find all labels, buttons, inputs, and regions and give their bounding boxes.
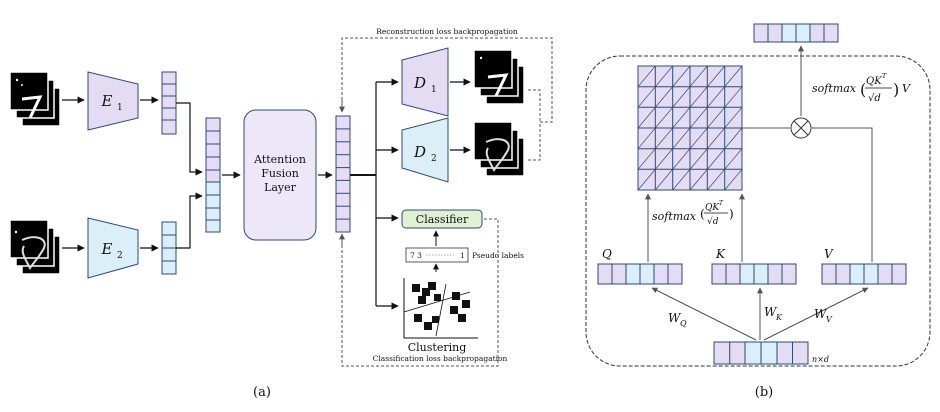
feature-vector-2 xyxy=(161,221,177,275)
feature-vector-1 xyxy=(161,71,177,135)
fusion-text-2: Fusion xyxy=(261,167,299,180)
clustering-label: Clustering xyxy=(408,341,467,354)
wv-sub: V xyxy=(826,315,833,324)
arrow-feat2-concat xyxy=(176,192,203,249)
reconstructed-stack-1 xyxy=(473,49,525,105)
attention-fusion-layer: Attention Fusion Layer xyxy=(243,109,317,241)
output-vector xyxy=(753,23,839,43)
wq-label: W xyxy=(668,311,682,325)
input-vector xyxy=(713,341,809,365)
k-label: K xyxy=(715,247,726,261)
softmax-word-2: softmax xyxy=(812,82,857,95)
wk-label: W xyxy=(764,305,778,319)
attention-module-frame xyxy=(585,55,931,367)
qk-sup-2: T xyxy=(882,72,887,80)
fusion-text-3: Layer xyxy=(264,181,297,194)
reconstruction-loss-label: Reconstruction loss backpropagation xyxy=(376,27,518,36)
fused-latent-vector xyxy=(335,115,351,233)
encoder-e2: E 2 xyxy=(87,217,139,279)
arrow-input-q xyxy=(651,287,757,341)
clustering-plot xyxy=(403,278,478,339)
svg-text:(: ( xyxy=(700,207,705,221)
k-vector xyxy=(711,263,797,285)
wv-label: W xyxy=(814,307,828,321)
pseudo-values-left: 7 3 xyxy=(410,251,422,260)
classifier-label: Classifier xyxy=(416,213,469,226)
encoder-e1: E 1 xyxy=(87,71,139,131)
panel-a: E 1 E 2 xyxy=(9,27,553,400)
v-suffix: V xyxy=(902,82,911,95)
decoder-d2-sub: 2 xyxy=(431,154,437,164)
sqrt-d-1: √d xyxy=(707,216,719,227)
encoder-e1-label: E xyxy=(101,92,113,110)
svg-text:): ) xyxy=(729,207,734,221)
encoder-e2-sub: 2 xyxy=(117,251,123,261)
pseudo-values-right: 1 xyxy=(460,251,465,260)
concatenated-vector xyxy=(205,117,221,233)
softmax-qk-label: softmax ( QK T √d ) xyxy=(652,200,734,227)
multiply-operator xyxy=(790,117,812,139)
classification-loss-label: Classification loss backpropagation xyxy=(373,354,508,363)
arrow-input-v xyxy=(763,287,869,341)
classification-loss-path xyxy=(341,218,499,367)
decoder-d1-sub: 1 xyxy=(431,85,437,95)
encoder-e1-sub: 1 xyxy=(117,103,123,113)
svg-text:(: ( xyxy=(860,80,866,99)
qk-numerator-1: QK xyxy=(705,203,720,213)
wk-sub: K xyxy=(775,313,783,322)
q-vector xyxy=(597,263,683,285)
v-vector xyxy=(821,263,907,285)
softmax-word-1: softmax xyxy=(652,210,697,223)
q-label: Q xyxy=(602,247,612,261)
pseudo-labels: 7 3 1 Pseudo labels xyxy=(405,247,524,263)
fusion-text-1: Attention xyxy=(253,153,306,166)
caption-b: (b) xyxy=(755,385,773,400)
svg-text:): ) xyxy=(893,80,899,99)
input-dim-label: n×d xyxy=(812,355,829,364)
caption-a: (a) xyxy=(253,385,271,400)
reconstructed-stack-2 xyxy=(473,121,525,177)
sqrt-d-2: √d xyxy=(868,93,881,104)
input-image-stack-2 xyxy=(9,219,61,275)
qk-numerator-2: QK xyxy=(866,76,882,87)
softmax-qkv-label: softmax ( QK T √d ) V xyxy=(812,72,911,104)
decoder-d1: D 1 xyxy=(401,47,449,117)
decoder-d1-label: D xyxy=(413,74,426,92)
arrow-feat1-concat xyxy=(176,102,203,176)
input-image-stack-1 xyxy=(9,71,61,127)
classifier-box: Classifier xyxy=(401,209,483,229)
wq-sub: Q xyxy=(680,319,687,328)
qk-sup-1: T xyxy=(719,200,724,207)
panel-b: softmax ( QK T √d ) softmax ( QK T √d ) … xyxy=(585,23,931,400)
encoder-e2-label: E xyxy=(101,240,113,258)
decoder-d2: D 2 xyxy=(401,117,449,183)
line-v-multiply xyxy=(812,127,873,262)
reconstruction-loss-path xyxy=(341,37,553,161)
attention-matrix xyxy=(637,65,743,191)
decoder-d2-label: D xyxy=(413,143,426,161)
v-label: V xyxy=(824,247,834,261)
